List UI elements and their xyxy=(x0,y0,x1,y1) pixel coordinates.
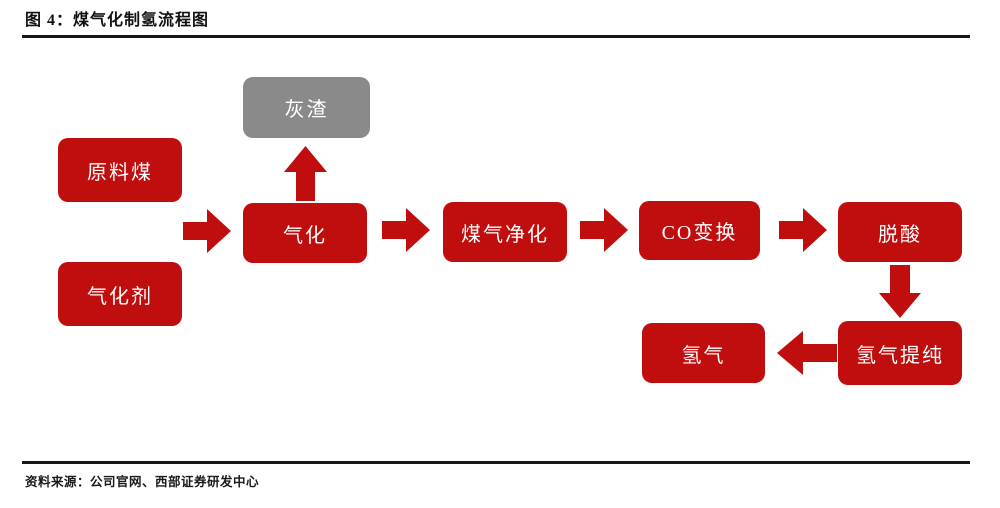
arrow-inputs-to-gasification-icon xyxy=(183,209,231,253)
node-h2-purification: 氢气提纯 xyxy=(838,321,962,385)
node-gasifying-agent: 气化剂 xyxy=(58,262,182,326)
node-ash-slag: 灰渣 xyxy=(243,77,370,138)
arrow-gas-purification-to-co-shift-icon xyxy=(580,208,628,252)
bottom-divider xyxy=(22,461,970,464)
source-note: 资料来源：公司官网、西部证券研发中心 xyxy=(25,475,260,489)
node-gas-purification: 煤气净化 xyxy=(443,202,567,262)
node-co-shift: CO变换 xyxy=(639,201,760,260)
top-divider xyxy=(22,35,970,38)
arrow-co-shift-to-deacidification-icon xyxy=(779,208,827,252)
node-deacidification: 脱酸 xyxy=(838,202,962,262)
node-raw-coal: 原料煤 xyxy=(58,138,182,202)
arrow-gasification-to-ash-icon xyxy=(284,146,327,201)
node-gasification: 气化 xyxy=(243,203,367,263)
arrow-gasification-to-gas-purification-icon xyxy=(382,208,430,252)
figure-title: 图 4：煤气化制氢流程图 xyxy=(25,12,210,29)
node-hydrogen: 氢气 xyxy=(642,323,765,383)
arrow-h2-purification-to-hydrogen-icon xyxy=(777,331,837,375)
arrow-deacidification-to-h2-purification-icon xyxy=(879,265,921,318)
